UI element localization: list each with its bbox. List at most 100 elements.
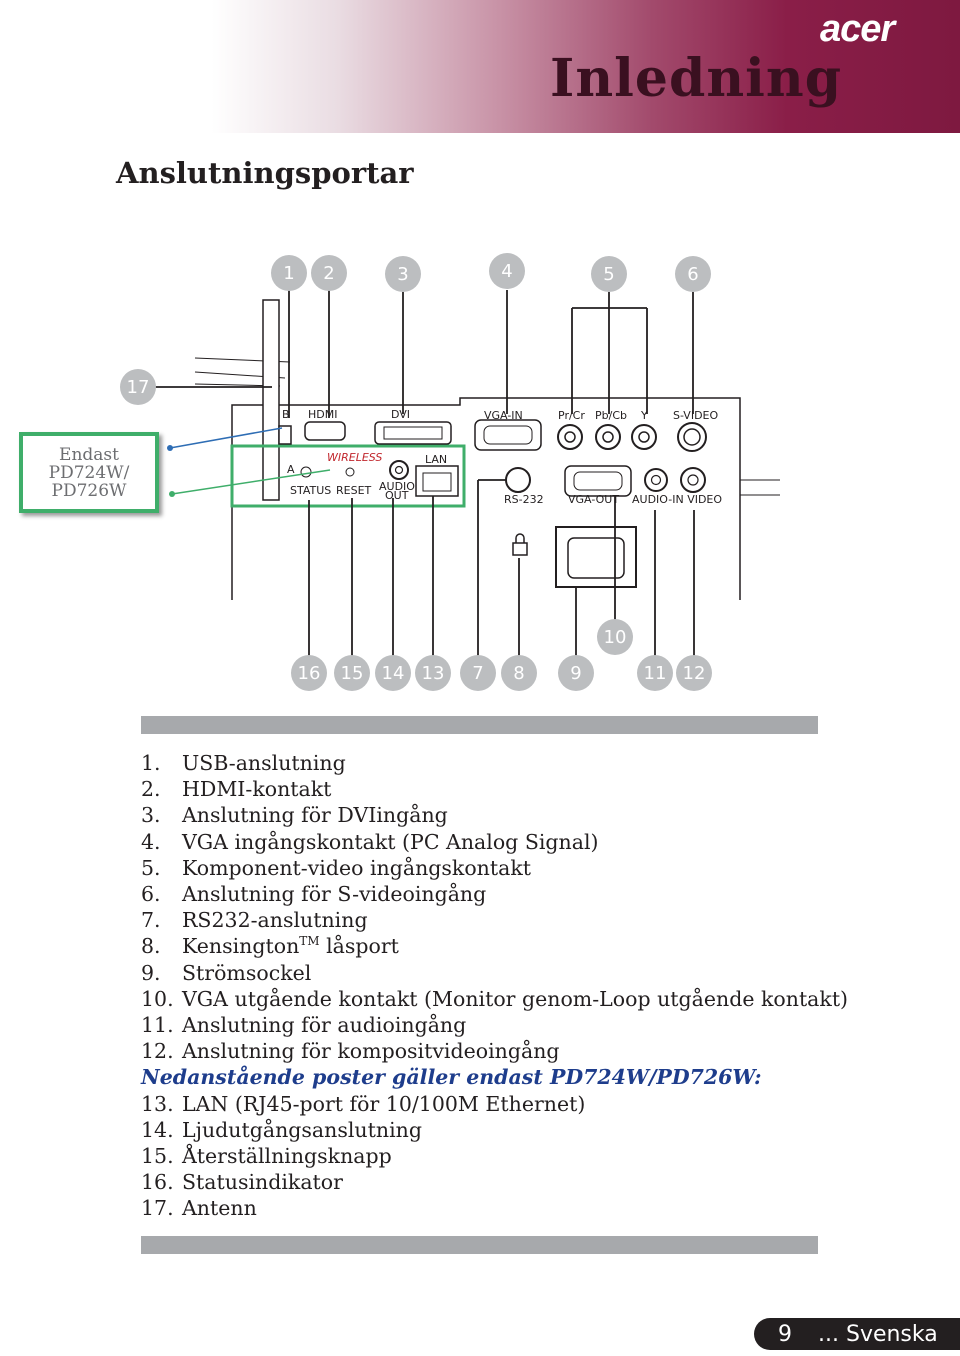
callout-number-bottom-circle: [501, 655, 537, 691]
rs232-port-icon: [505, 467, 531, 493]
list-item-number: 10.: [141, 986, 174, 1011]
acer-logo: acer: [820, 8, 895, 50]
callout-number-bottom-circle: [415, 655, 451, 691]
list-item-number: 1.: [141, 751, 161, 775]
label-vga-in: VGA-IN: [484, 409, 523, 422]
panel-side-lines: [194, 357, 780, 496]
callout-number-top-circle: [591, 256, 627, 292]
callout-line-2: PD724W/: [48, 462, 130, 483]
list-item-number: 5.: [141, 855, 161, 880]
list-item-text: HDMI-kontakt: [182, 776, 331, 802]
chapter-title: Inledning: [550, 48, 843, 109]
page-footer: 9 ... Svenska: [754, 1318, 960, 1350]
callout-number-top-label: 5: [603, 264, 614, 285]
callout-number-bottom-label: 9: [570, 663, 581, 684]
callout-line-3: PD726W: [51, 480, 127, 501]
label-audio-out-2: OUT: [385, 489, 409, 502]
list-item-text-main: Strömsockel: [182, 960, 312, 985]
callout-number-top-label: 4: [501, 261, 512, 282]
label-b: B: [282, 408, 290, 421]
callout-number-bottom-label: 12: [683, 663, 706, 684]
audio-in-port-icon: [644, 468, 668, 492]
connector-diagram: B HDMI DVI VGA-IN Pr/Cr Pb/Cb Y S-VIDEO …: [120, 253, 780, 691]
callout-number-top-label: 1: [283, 263, 294, 284]
list-item-text: VGA utgående kontakt (Monitor genom-Loop…: [182, 986, 848, 1012]
label-vga-out: VGA-OUT: [568, 493, 619, 506]
list-item-number: 3.: [141, 803, 161, 828]
list-item: 15. Återställningsknapp: [141, 1143, 831, 1169]
wireless-module-box: [230, 444, 466, 508]
callout-number-bottom-label: 15: [341, 663, 364, 684]
list-item-text-main: VGA ingångskontakt (PC Analog Signal): [182, 829, 599, 854]
list-item-text: Komponent-video ingångskontakt: [182, 855, 531, 881]
svideo-port-icon: [677, 422, 707, 452]
list-item-text-main: Statusindikator: [182, 1170, 343, 1195]
callout-number-antenna-circle: [120, 369, 156, 405]
list-item: 6.Anslutning för S-videoingång: [141, 881, 831, 907]
list-item-number: 17.: [141, 1196, 174, 1221]
list-item: 16. Statusindikator: [141, 1169, 831, 1195]
label-reset: RESET: [336, 484, 372, 497]
label-a: A: [287, 463, 295, 476]
model-callout: Endast PD724W/ PD726W: [19, 432, 159, 513]
status-led-icon: [300, 466, 312, 478]
list-item-text-main: USB-anslutning: [182, 751, 346, 775]
kensington-lock-icon: [512, 542, 528, 556]
callout-number-antenna-label: 17: [127, 377, 150, 398]
pb-port-icon: [595, 424, 621, 450]
list-item-text: LAN (RJ45-port för 10/100M Ethernet): [182, 1091, 585, 1117]
label-dvi: DVI: [391, 408, 410, 421]
list-item: 3.Anslutning för DVIingång: [141, 802, 831, 828]
list-item-text: Återställningsknapp: [182, 1143, 392, 1169]
list-item: 14. Ljudutgångsanslutning: [141, 1117, 831, 1143]
list-item-text: Antenn: [182, 1195, 257, 1221]
list-item-text-main: LAN (RJ45-port för 10/100M Ethernet): [182, 1091, 586, 1116]
list-item: 8.KensingtonTM låsport: [141, 933, 831, 959]
audio-out-port-icon: [389, 460, 409, 480]
list-item-text: KensingtonTM låsport: [182, 933, 399, 959]
callout-number-top-label: 2: [323, 263, 334, 284]
list-item-text-main: RS232-anslutning: [182, 908, 368, 933]
list-item-number: 14.: [141, 1117, 174, 1142]
list-item: 17. Antenn: [141, 1195, 831, 1221]
callout-number-bottom-circle: [375, 655, 411, 691]
label-audio-out-1: AUDIO: [379, 480, 415, 493]
callout-number-top-circle: [271, 255, 307, 291]
usb-port-icon: [278, 425, 292, 445]
label-audio-in-video: AUDIO-IN VIDEO: [632, 493, 722, 506]
list-item: 10. VGA utgående kontakt (Monitor genom-L…: [141, 986, 848, 1012]
vga-in-port-icon: [474, 419, 542, 451]
list-item-text: VGA ingångskontakt (PC Analog Signal): [182, 829, 599, 855]
label-rs232: RS-232: [504, 493, 544, 506]
list-item-text: Statusindikator: [182, 1169, 343, 1195]
reset-button-icon: [345, 467, 355, 477]
list-item-text-main: Antenn: [182, 1196, 257, 1221]
section-title: Anslutningsportar: [116, 156, 414, 190]
list-item-text-main: Återställningsknapp: [182, 1144, 392, 1169]
callout-number-top-label: 6: [687, 264, 698, 285]
label-svideo: S-VIDEO: [673, 409, 718, 422]
list-item-number: 2.: [141, 777, 161, 802]
top-divider-bar: [141, 716, 818, 734]
list-item-text: Strömsockel: [182, 960, 311, 986]
callout-number-bottom-circle: [460, 655, 496, 691]
list-item-text-main: Anslutning för audioingång: [182, 1013, 467, 1038]
list-item-text-main: VGA utgående kontakt (Monitor genom-Loop…: [182, 986, 849, 1011]
list-item-text-main: Ljudutgångsanslutning: [182, 1117, 422, 1142]
list-item-number: 16.: [141, 1170, 174, 1195]
trademark-sup: TM: [299, 934, 320, 949]
list-item: 11.Anslutning för audioingång: [141, 1012, 831, 1038]
callout-number-bottom-label: 7: [472, 663, 483, 684]
video-port-icon: [680, 467, 706, 493]
list-item-text: RS232-anslutning: [182, 907, 368, 933]
callout-number-top-circle: [489, 253, 525, 289]
hdmi-port-icon: [304, 421, 346, 441]
callout-number-bottom-label: 8: [513, 663, 524, 684]
label-lan: LAN: [425, 453, 447, 466]
callout-number-bottom-circle: [334, 655, 370, 691]
list-item-number: 13.: [141, 1091, 174, 1116]
y-port-icon: [631, 424, 657, 450]
callout-number-bottom-label: 13: [422, 663, 445, 684]
callout-line-1: Endast: [59, 444, 119, 465]
list-item-number: 15.: [141, 1144, 174, 1169]
